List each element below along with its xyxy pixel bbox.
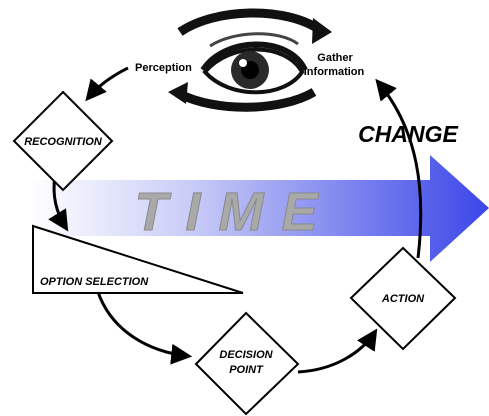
recognition-label: RECOGNITION bbox=[24, 136, 103, 148]
decision-point-node: DECISION POINT bbox=[194, 311, 300, 416]
information-label: Information bbox=[304, 66, 365, 78]
arrow-action-to-gather bbox=[375, 78, 423, 259]
cycle-arrows bbox=[48, 66, 423, 374]
action-label: ACTION bbox=[381, 293, 425, 305]
time-arrow: TIME bbox=[30, 155, 489, 262]
point-label: POINT bbox=[229, 364, 264, 376]
time-label: TIME bbox=[135, 182, 336, 242]
recognition-node: RECOGNITION bbox=[12, 90, 114, 192]
time-arrow-shape bbox=[30, 155, 489, 262]
option-selection-node: OPTION SELECTION bbox=[32, 224, 244, 294]
arrow-decision-to-action bbox=[297, 328, 378, 374]
perception-label: Perception bbox=[135, 62, 192, 74]
eye-icon bbox=[168, 8, 332, 112]
arrow-option-to-decision bbox=[96, 291, 193, 365]
change-label: CHANGE bbox=[358, 121, 458, 147]
arrow-perception-to-recognition bbox=[85, 66, 129, 102]
action-node: ACTION bbox=[349, 246, 457, 351]
gather-label: Gather bbox=[317, 52, 353, 64]
decision-label: DECISION bbox=[219, 349, 273, 361]
option-selection-label: OPTION SELECTION bbox=[40, 276, 149, 288]
